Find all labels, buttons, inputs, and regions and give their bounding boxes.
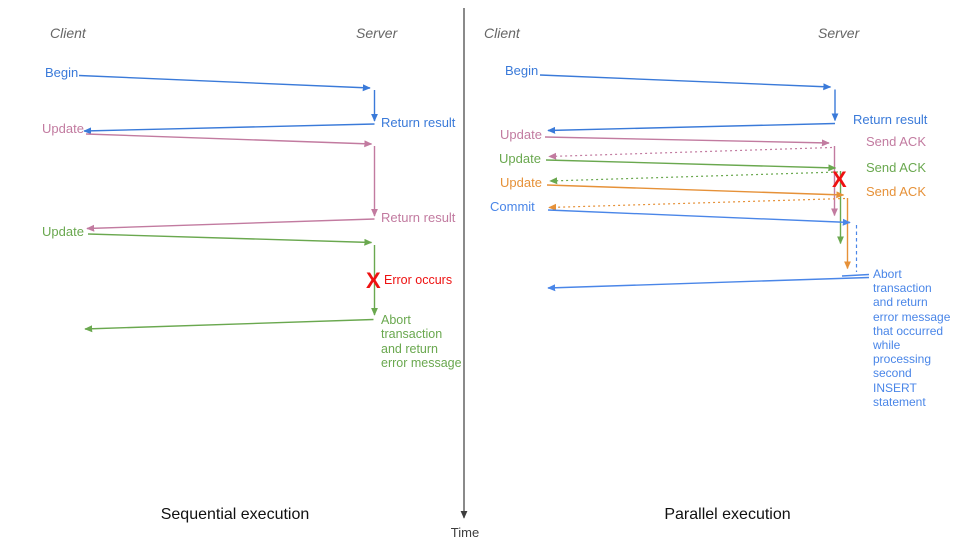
par-title: Parallel execution: [664, 506, 791, 523]
par-commit-request-line: [547, 209, 851, 226]
par-update3-request-line: [546, 184, 845, 199]
par-begin-request-line: [539, 74, 832, 91]
par-server-end-line: [841, 273, 870, 277]
par-send-ack1-label: Send ACK: [866, 134, 926, 149]
par-update1-label: Update: [500, 127, 542, 142]
seq-update1-label: Update: [42, 121, 84, 136]
seq-update2-request-line: [87, 233, 373, 246]
par-server-header: Server: [818, 25, 860, 41]
par-update2-label: Update: [499, 151, 541, 166]
seq-return-result2-line: [86, 218, 375, 232]
par-send-ack3-label: Send ACK: [866, 184, 926, 199]
seq-client-header: Client: [50, 25, 86, 41]
par-commit-label: Commit: [490, 199, 535, 214]
par-send-ack2-label: Send ACK: [866, 160, 926, 175]
par-abort-return-line: [547, 276, 870, 292]
seq-abort-note: Abort transaction and return error messa…: [381, 313, 462, 370]
seq-update1-request-line: [85, 133, 373, 148]
seq-return-result1-label: Return result: [381, 115, 456, 130]
par-update3-label: Update: [500, 175, 542, 190]
seq-title: Sequential execution: [160, 506, 310, 523]
seq-begin-label: Begin: [45, 65, 79, 80]
par-return-result-line: [547, 122, 836, 134]
seq-update2-label: Update: [42, 224, 84, 239]
par-return-result-label: Return result: [853, 112, 928, 127]
par-abort-note: Abort transaction and return error messa…: [873, 267, 951, 409]
par-update1-request-line: [544, 136, 830, 147]
par-ack1-line: [548, 146, 833, 160]
seq-error-label: Error occurs: [384, 273, 453, 287]
time-axis-label: Time: [450, 525, 480, 540]
seq-return-result1-line: [83, 123, 375, 135]
par-error-x-icon: X: [832, 167, 847, 192]
seq-server-header: Server: [356, 25, 398, 41]
par-begin-label: Begin: [505, 63, 539, 78]
par-client-header: Client: [484, 25, 520, 41]
seq-return-result2-label: Return result: [381, 210, 456, 225]
par-update2-request-line: [545, 159, 837, 172]
seq-error-x-icon: X: [366, 268, 381, 293]
par-ack2-line: [549, 171, 839, 185]
seq-abort-return-line: [84, 318, 374, 333]
par-ack3-line: [548, 197, 846, 211]
seq-begin-request-line: [78, 74, 371, 92]
